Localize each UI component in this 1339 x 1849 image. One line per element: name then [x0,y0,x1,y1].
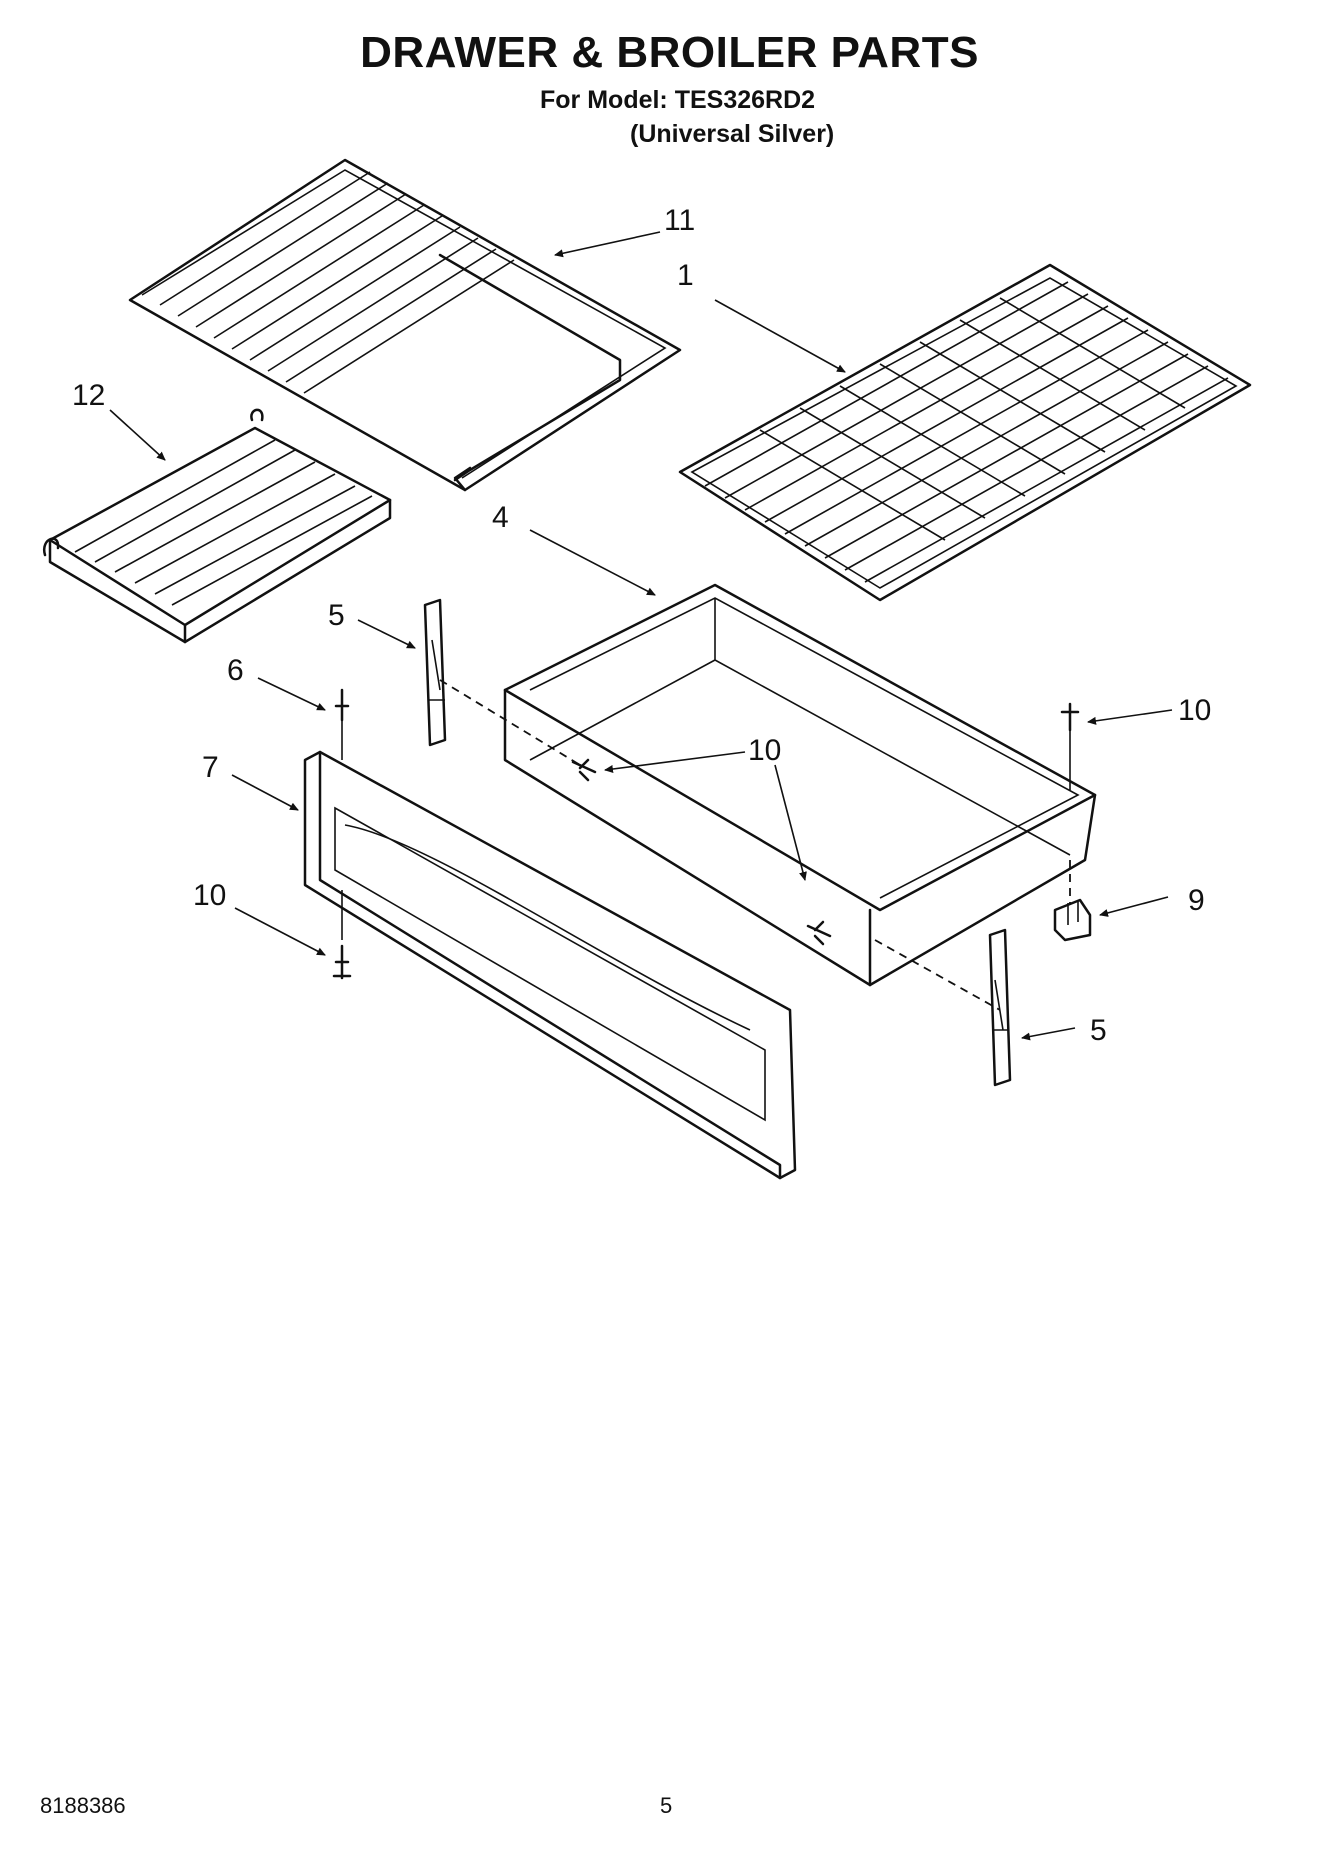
callout-10-drawer: 10 [748,734,781,767]
callout-10-bottom-left: 10 [193,879,226,912]
part-7-drawer-front [303,750,797,1180]
model-color: (Universal Silver) [630,120,835,148]
part-12-broiler-pan [42,408,392,644]
part-5-slide-left [423,598,447,747]
callout-5-left: 5 [328,599,345,632]
document-number: 8188386 [40,1793,126,1818]
alignment-line-right [874,939,1001,1011]
callout-6: 6 [227,654,244,687]
callout-11: 11 [664,204,695,237]
part-4-drawer [503,583,1097,987]
callout-arrows [109,231,1173,1041]
callout-5-right: 5 [1090,1014,1107,1047]
callout-7: 7 [202,751,219,784]
part-5-slide-right [988,928,1012,1087]
callout-1: 1 [677,259,694,292]
part-11-oven-rack [128,158,682,492]
callout-10-top-right: 10 [1178,694,1211,727]
callout-4: 4 [492,501,509,534]
part-10-screw-bottom [332,890,352,980]
page-number: 5 [660,1793,673,1818]
part-10-screw-top-right [1060,702,1080,790]
part-6-stud [334,688,350,760]
part-9-clip [1053,898,1092,942]
page-title: DRAWER & BROILER PARTS [360,28,979,77]
model-line: For Model: TES326RD2 [540,86,816,114]
callout-12: 12 [72,379,105,412]
part-10-screw-drawer-right [806,920,832,946]
part-1-broiler-grid [678,263,1252,602]
callout-9: 9 [1188,884,1205,917]
